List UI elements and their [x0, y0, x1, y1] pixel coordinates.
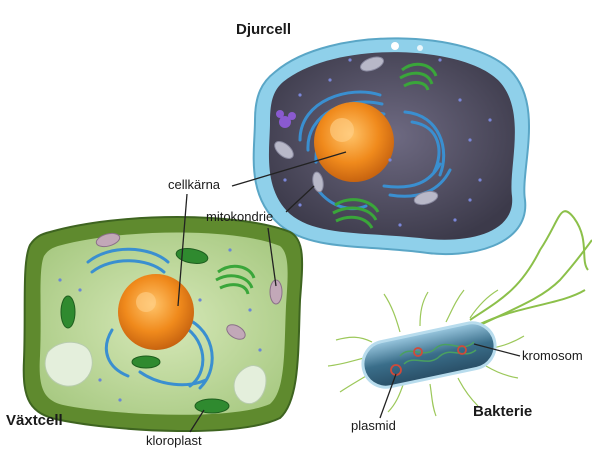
- label-chloroplast: kloroplast: [146, 434, 202, 447]
- animal-nucleus: [314, 102, 394, 182]
- title-bacterium: Bakterie: [473, 404, 532, 419]
- plant-cell: [24, 217, 302, 431]
- animal-cell: [254, 38, 529, 254]
- label-plasmid: plasmid: [351, 419, 396, 432]
- bacterium-body: [359, 319, 500, 392]
- label-mitochondrion: mitokondrie: [206, 210, 273, 223]
- title-animal-cell: Djurcell: [236, 22, 291, 37]
- label-nucleus: cellkärna: [168, 178, 220, 191]
- label-chromosome: kromosom: [522, 349, 583, 362]
- title-plant-cell: Växtcell: [6, 413, 63, 428]
- plant-nucleus: [118, 274, 194, 350]
